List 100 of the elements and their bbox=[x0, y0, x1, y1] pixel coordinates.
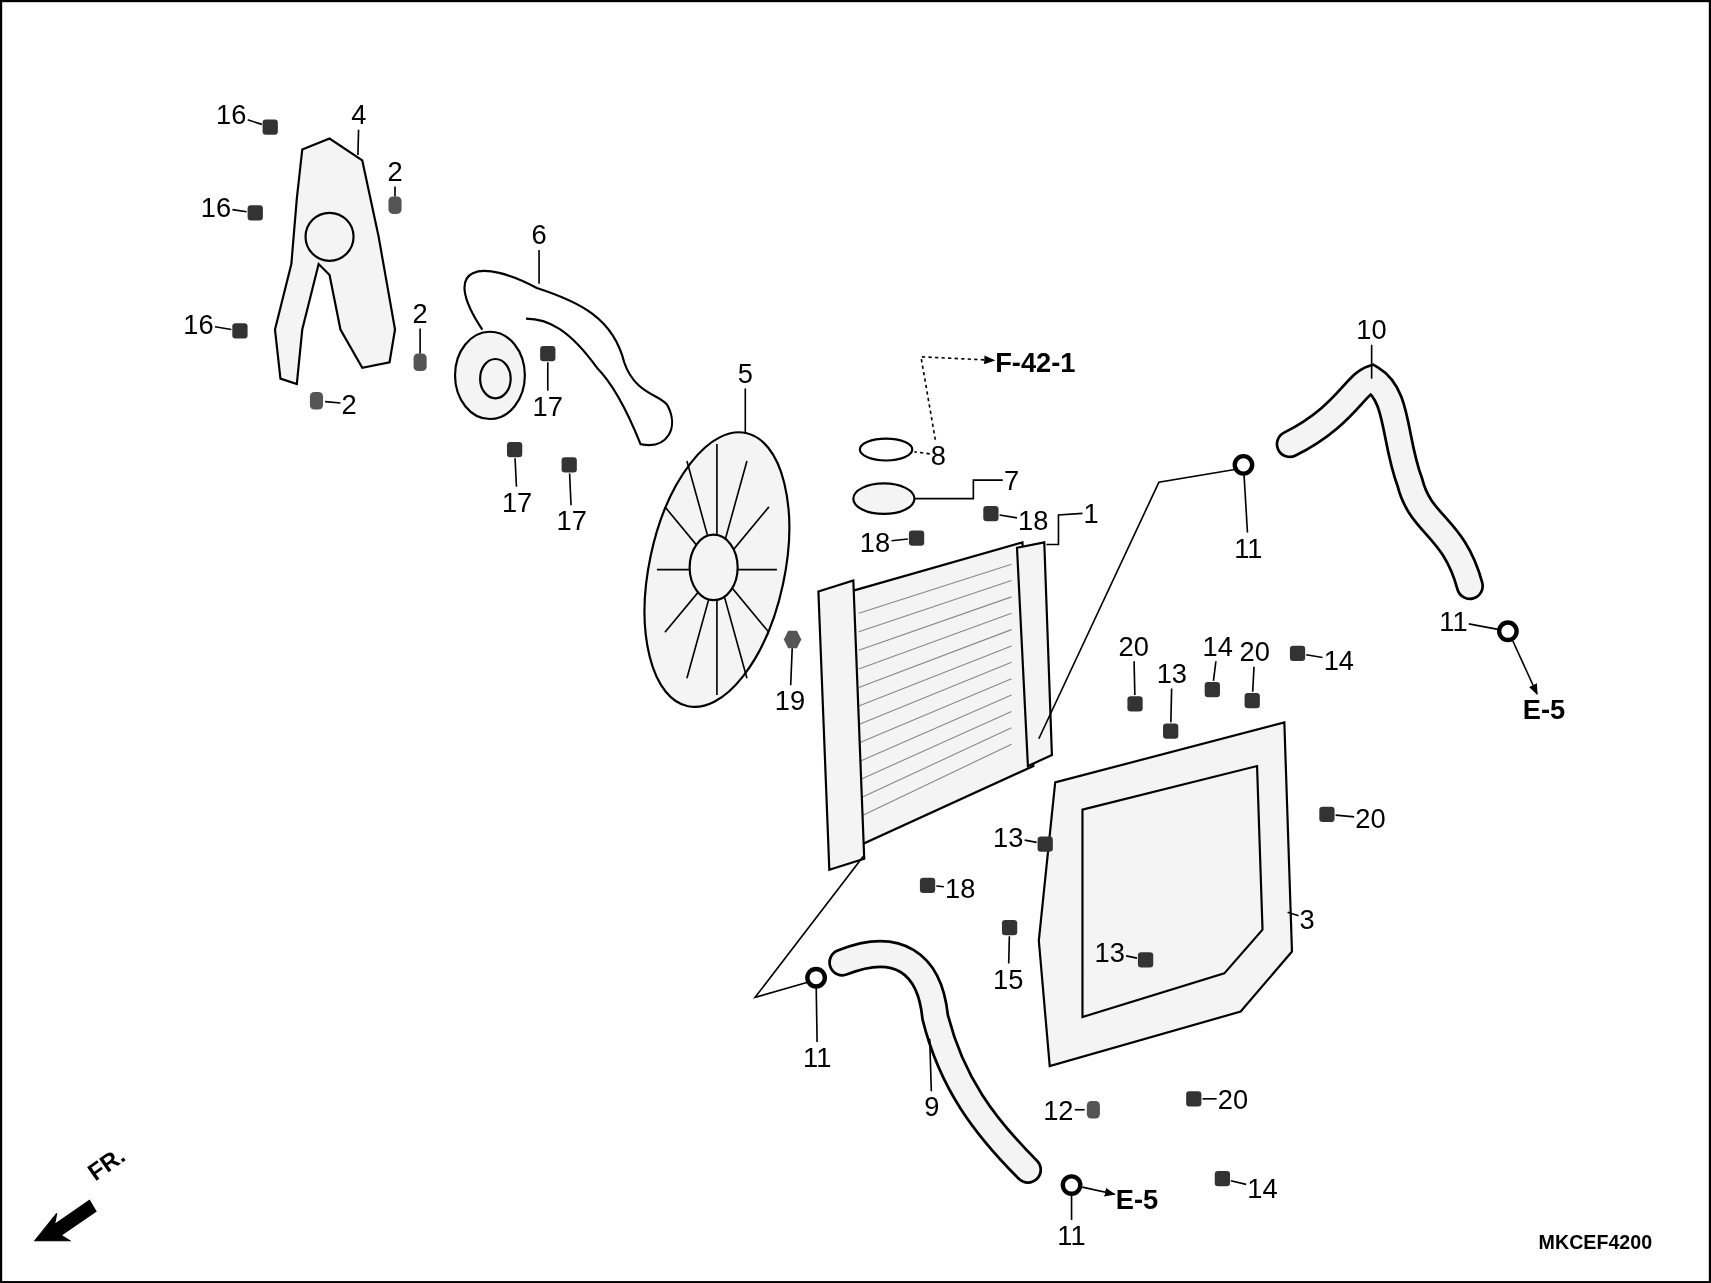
assembly-line bbox=[752, 855, 864, 999]
assembly-line bbox=[1038, 468, 1238, 740]
leader-line bbox=[394, 185, 396, 198]
callout-number: 7 bbox=[1002, 464, 1021, 496]
leader-line bbox=[231, 208, 248, 213]
shroud-drawing bbox=[1037, 720, 1294, 1068]
callout-number: 13 bbox=[1093, 937, 1126, 968]
callout-number: 14 bbox=[1201, 630, 1234, 662]
bolt-icon bbox=[1214, 1171, 1230, 1187]
callout-number: 11 bbox=[802, 1042, 833, 1073]
hose-drawing bbox=[828, 939, 1043, 1184]
leader-line bbox=[568, 472, 572, 507]
bolt-icon bbox=[247, 205, 263, 221]
grommet-icon bbox=[309, 392, 324, 410]
bolt-icon bbox=[1037, 836, 1053, 852]
bolt-icon bbox=[262, 119, 278, 135]
callout-number: 11 bbox=[1438, 605, 1469, 637]
leader-line bbox=[1133, 660, 1136, 696]
bolt-icon bbox=[908, 530, 925, 546]
leader-line bbox=[546, 361, 549, 392]
callout-number: 4 bbox=[350, 99, 368, 130]
callout-number: 20 bbox=[1216, 1083, 1250, 1115]
bolt-icon bbox=[1319, 806, 1335, 822]
callout-number: 14 bbox=[1322, 644, 1356, 676]
callout-number: 2 bbox=[411, 297, 429, 329]
callout-number: 15 bbox=[991, 963, 1025, 995]
leader-line bbox=[1070, 1192, 1073, 1221]
bolt-icon bbox=[919, 877, 936, 893]
leader-line bbox=[1251, 665, 1255, 693]
bolt-icon bbox=[561, 457, 577, 473]
leader-line bbox=[928, 1038, 933, 1092]
callout-number: 6 bbox=[530, 219, 548, 250]
hose-clamp-icon bbox=[1060, 1174, 1083, 1196]
leader-line bbox=[1007, 935, 1011, 965]
reference-label: E-5 bbox=[1114, 1183, 1160, 1215]
callout-number: 11 bbox=[1233, 532, 1264, 564]
callout-number: 10 bbox=[1355, 314, 1388, 345]
leader-line bbox=[324, 400, 342, 404]
callout-number: 17 bbox=[531, 390, 564, 422]
leader-line bbox=[1230, 1179, 1247, 1186]
callout-number: 20 bbox=[1238, 636, 1272, 667]
grommet-icon bbox=[388, 196, 402, 214]
callout-number: 18 bbox=[943, 872, 977, 904]
direction-label: FR. bbox=[81, 1140, 131, 1189]
callout-number: 13 bbox=[1155, 658, 1189, 689]
grommet-icon bbox=[413, 353, 427, 371]
callout-number: 20 bbox=[1117, 630, 1150, 662]
leader-line bbox=[1201, 1098, 1218, 1100]
leader-line bbox=[913, 479, 1004, 500]
bolt-icon bbox=[1127, 696, 1143, 712]
leader-line bbox=[1170, 687, 1173, 724]
callout-number: 2 bbox=[386, 156, 404, 187]
leader-line bbox=[419, 327, 421, 355]
leader-line bbox=[998, 514, 1018, 519]
callout-number: 8 bbox=[929, 439, 948, 471]
bolt-icon bbox=[1289, 645, 1306, 661]
leader-line bbox=[246, 119, 263, 126]
hose-clamp-icon bbox=[1232, 453, 1255, 476]
callout-number: 5 bbox=[736, 357, 754, 389]
leader-line bbox=[1045, 512, 1084, 546]
leader-line bbox=[815, 985, 818, 1043]
bolt-icon bbox=[1186, 1091, 1202, 1107]
callout-number: 1 bbox=[1082, 497, 1100, 529]
callout-number: 17 bbox=[500, 486, 534, 518]
callout-number: 16 bbox=[199, 192, 233, 223]
leader-line bbox=[1467, 623, 1501, 631]
leader-line bbox=[1286, 911, 1300, 917]
hose-clamp-icon bbox=[1497, 620, 1519, 643]
diagram-code: MKCEF4200 bbox=[1537, 1230, 1654, 1256]
leader-line bbox=[1212, 660, 1217, 682]
grommet-icon bbox=[1086, 1101, 1100, 1119]
callout-number: 3 bbox=[1298, 903, 1316, 935]
leader-line bbox=[214, 326, 233, 331]
leader-line bbox=[1243, 472, 1249, 534]
callout-number: 14 bbox=[1246, 1173, 1279, 1204]
callout-number: 11 bbox=[1056, 1219, 1087, 1251]
arrow bbox=[1512, 640, 1538, 695]
callout-number: 17 bbox=[555, 505, 588, 536]
bolt-icon bbox=[1244, 692, 1260, 709]
bolt-icon bbox=[1204, 681, 1220, 698]
leader-line bbox=[1334, 814, 1355, 818]
leader-line bbox=[1305, 653, 1324, 659]
hose-drawing bbox=[1275, 364, 1485, 601]
radiator-cap-drawing bbox=[852, 482, 916, 516]
leader-line bbox=[1074, 1108, 1086, 1111]
bolt-icon bbox=[232, 323, 248, 339]
bolt-icon bbox=[983, 506, 999, 522]
callout-number: 18 bbox=[1017, 505, 1050, 536]
o-ring-drawing bbox=[858, 437, 914, 462]
callout-number: 16 bbox=[214, 99, 248, 130]
callout-number: 19 bbox=[773, 685, 807, 716]
leader-line bbox=[744, 387, 747, 435]
callout-number: 20 bbox=[1354, 803, 1387, 834]
leader-line bbox=[514, 457, 518, 488]
bolt-icon bbox=[1001, 919, 1018, 936]
callout-number: 9 bbox=[923, 1091, 941, 1122]
nut-icon bbox=[783, 630, 802, 649]
callout-number: 18 bbox=[858, 527, 892, 558]
leader-line bbox=[538, 249, 540, 285]
leader-line bbox=[935, 885, 945, 888]
